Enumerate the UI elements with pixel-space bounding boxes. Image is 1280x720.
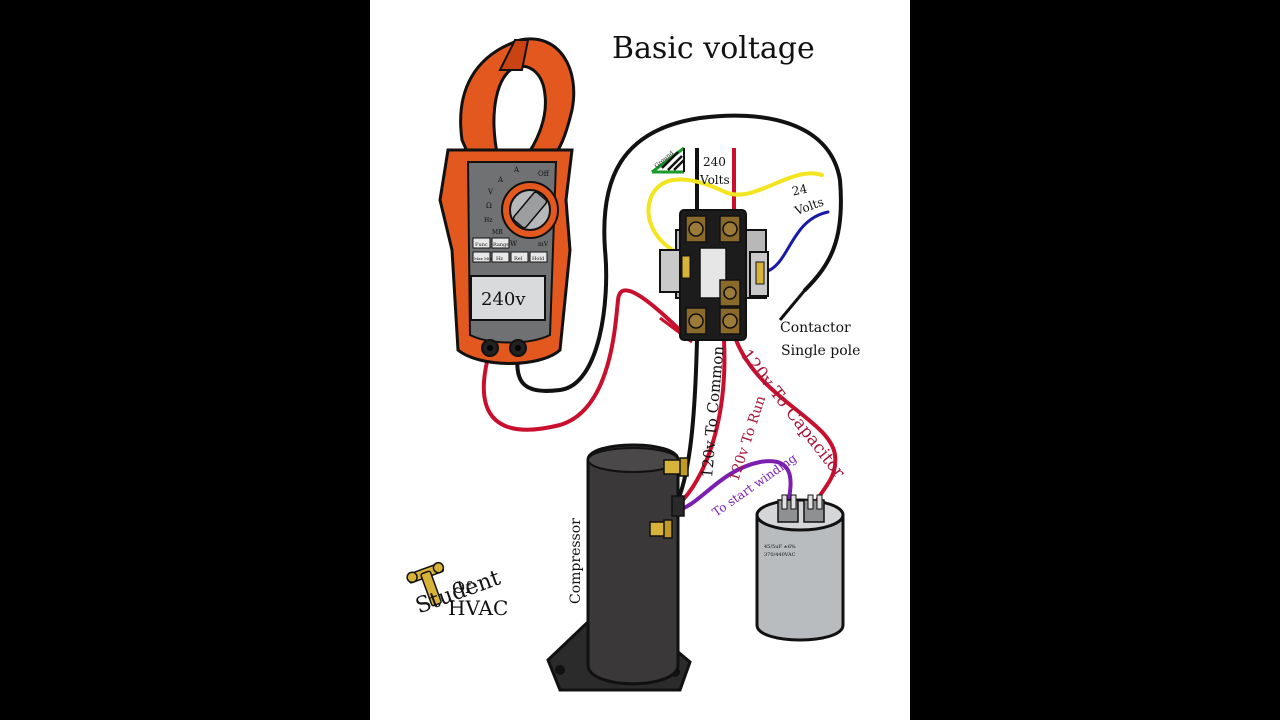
meter-reading: 240v bbox=[481, 289, 526, 310]
meter-button-rel[interactable] bbox=[510, 251, 529, 263]
control-voltage-label: 24 bbox=[791, 182, 809, 199]
compressor-terminal-box bbox=[671, 495, 685, 517]
dial-label-ohm: Ω bbox=[486, 202, 492, 210]
capacitor: 45/5uF ±6% 370/440VAC bbox=[755, 494, 845, 642]
dial-label-w: W bbox=[510, 240, 518, 248]
clamp-meter: A A V Ω Hz MR Off mV W Func Range Max Mi… bbox=[438, 37, 576, 365]
capacitor-red-wire bbox=[734, 339, 838, 506]
meter-red-lead bbox=[481, 288, 692, 432]
control-blue-wire bbox=[763, 210, 830, 274]
meter-button-maxmin[interactable] bbox=[472, 251, 491, 263]
logo-hvac: HVAC bbox=[448, 596, 508, 620]
line-voltage-label: 240 bbox=[703, 155, 726, 169]
meter-display bbox=[470, 275, 546, 321]
control-yellow-wire bbox=[646, 171, 824, 258]
meter-button-hz[interactable] bbox=[491, 251, 510, 263]
line-voltage-unit: Volts bbox=[699, 173, 730, 187]
contactor-label-1: Contactor bbox=[780, 320, 851, 336]
capacitor-can bbox=[755, 513, 845, 642]
capacitor-top bbox=[755, 498, 845, 532]
meter-button-hz-label: Hz bbox=[496, 256, 503, 262]
dial-label-mr: MR bbox=[492, 229, 503, 236]
black-probe-tip bbox=[778, 289, 807, 321]
compressor bbox=[546, 443, 692, 692]
meter-button-hold-label: Hold bbox=[532, 256, 545, 262]
common-black-wire bbox=[676, 339, 699, 501]
capacitor-rating-1: 45/5uF ±6% bbox=[764, 544, 796, 550]
dial-label-a2: A bbox=[513, 166, 520, 174]
meter-button-func-label: Func bbox=[475, 242, 488, 248]
run-red-wire bbox=[676, 339, 727, 507]
dial-label-hz: Hz bbox=[484, 217, 492, 224]
logo-of: Of bbox=[452, 578, 472, 597]
dial-label-mv: mV bbox=[538, 241, 549, 248]
start-purple-wire bbox=[677, 459, 793, 512]
compressor-label: Compressor bbox=[568, 518, 584, 604]
meter-black-lead bbox=[515, 113, 843, 393]
dial-label-a1: A bbox=[497, 176, 504, 184]
contactor bbox=[659, 209, 769, 341]
dial-label-off: Off bbox=[538, 170, 550, 178]
meter-button-hold[interactable] bbox=[529, 251, 548, 263]
meter-button-rel-label: Rel bbox=[514, 256, 523, 262]
meter-button-maxmin-label: Max Min bbox=[474, 256, 492, 261]
meter-button-range[interactable] bbox=[491, 237, 510, 249]
ground-icon bbox=[651, 146, 685, 174]
compressor-shell bbox=[586, 443, 680, 686]
meter-button-func[interactable] bbox=[472, 237, 491, 249]
dial-label-v: V bbox=[487, 188, 494, 196]
contactor-label-2: Single pole bbox=[781, 343, 860, 359]
capacitor-rating-2: 370/440VAC bbox=[764, 552, 796, 558]
meter-button-range-label: Range bbox=[493, 242, 509, 248]
wrench-t-icon bbox=[406, 561, 445, 607]
diagram-title: Basic voltage bbox=[612, 31, 815, 66]
